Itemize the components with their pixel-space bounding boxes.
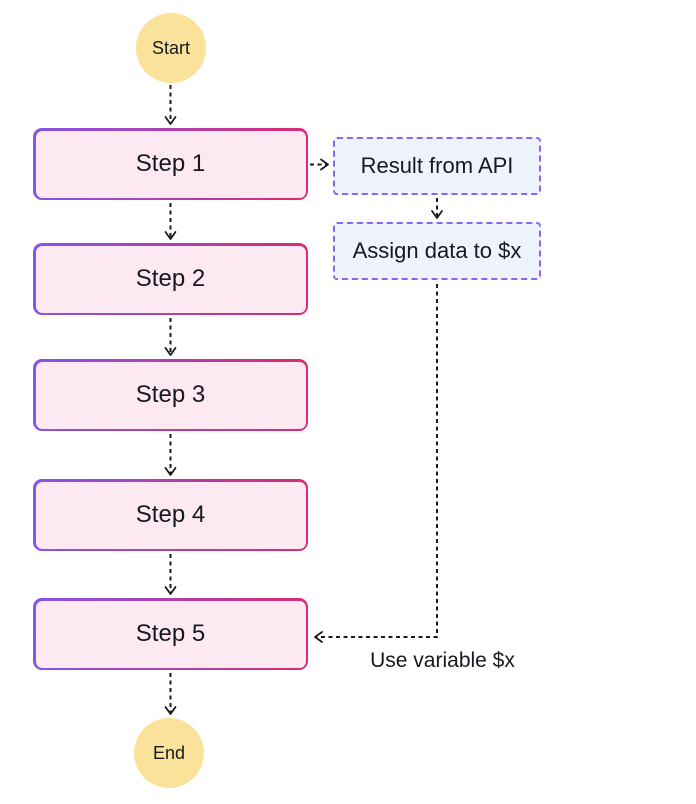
start-node: Start (136, 13, 206, 83)
step-node-5: Step 5 (33, 598, 308, 670)
step-node-1: Step 1 (33, 128, 308, 200)
step-node-2-label: Step 2 (135, 265, 206, 292)
note-assign-data: Assign data to $x (333, 222, 541, 280)
step-node-1-body: Step 1 (35, 130, 306, 198)
step-node-1-label: Step 1 (135, 150, 206, 177)
step-node-4-body: Step 4 (35, 481, 306, 549)
end-node: End (134, 718, 204, 788)
start-node-label: Start (151, 38, 190, 58)
step-node-3: Step 3 (33, 359, 308, 431)
step-node-3-label: Step 3 (135, 381, 206, 408)
step-node-4-label: Step 4 (135, 501, 206, 528)
step-node-3-body: Step 3 (35, 361, 306, 429)
note-assign-data-label: Assign data to $x (352, 238, 522, 263)
note-result-from-api-label: Result from API (360, 153, 514, 178)
step-node-5-label: Step 5 (135, 620, 206, 647)
step-node-2-body: Step 2 (35, 245, 306, 313)
step-node-2: Step 2 (33, 243, 308, 315)
note-result-from-api: Result from API (333, 137, 541, 195)
edge-label-use-variable: Use variable $x (370, 649, 515, 672)
edge-assign-note-to-step5 (314, 284, 438, 643)
end-node-label: End (152, 743, 186, 763)
step-node-4: Step 4 (33, 479, 308, 551)
step-node-5-body: Step 5 (35, 600, 306, 668)
